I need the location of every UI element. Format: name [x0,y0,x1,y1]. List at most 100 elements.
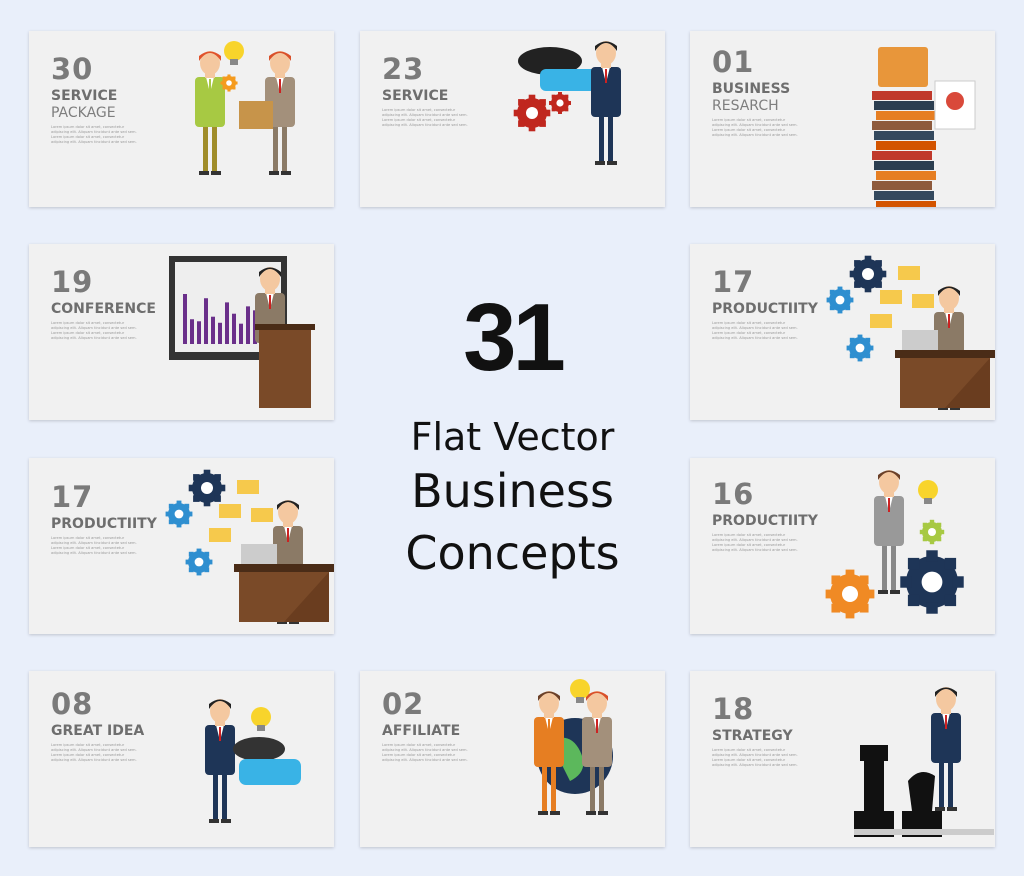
chart-bar [204,298,208,344]
card-text: 17 PRODUCTIITY Lorem ipsum dolor sit ame… [51,482,171,556]
concept-card: 18 STRATEGY Lorem ipsum dolor sit amet, … [690,671,995,847]
card-number: 23 [382,52,425,86]
concept-card: 19 CONFERENCE Lorem ipsum dolor sit amet… [29,244,334,420]
chart-bar [225,302,229,344]
gear-icon [188,469,226,507]
chess-knight [902,772,942,837]
gear-icon [513,94,551,132]
card-description: Lorem ipsum dolor sit amet, consectetur … [51,125,137,144]
person-figure [931,687,961,811]
card-title: BUSINESS [712,81,791,97]
card-description: Lorem ipsum dolor sit amet, consectetur … [712,533,798,552]
concept-card: 17 PRODUCTIITY Lorem ipsum dolor sit ame… [29,458,334,634]
concept-card: 23 SERVICE Lorem ipsum dolor sit amet, c… [360,31,665,207]
gear-icon [900,550,964,614]
gear-icon [846,334,874,362]
chart-bar [190,319,194,344]
card-number: 18 [712,692,755,726]
illustration-affiliate [490,671,665,847]
lightbulb-icon [918,480,938,504]
card-text: 18 STRATEGY Lorem ipsum dolor sit amet, … [712,694,832,768]
card-title: SERVICE [382,88,449,104]
gear-icon [849,255,887,293]
headline: 31 Flat Vector Business Concepts [360,290,665,584]
card-text: 23 SERVICE Lorem ipsum dolor sit amet, c… [382,54,502,128]
illustration-business-research [820,31,995,210]
card-description: Lorem ipsum dolor sit amet, consectetur … [712,118,798,137]
person-figure [874,470,904,594]
person-figure [205,699,235,823]
card-title: PRODUCTIITY [51,516,157,532]
concept-card: 01 BUSINESS RESARCH Lorem ipsum dolor si… [690,31,995,210]
card-text: 01 BUSINESS RESARCH Lorem ipsum dolor si… [712,47,832,138]
speech-bubble [239,759,301,785]
lightbulb-icon [251,707,271,731]
envelope-icon [870,314,892,328]
laptop [902,330,938,350]
envelope-icon [898,266,920,280]
card-subtitle: RESARCH [712,98,779,114]
chart-bar [183,294,187,344]
concept-card: 30 SERVICE PACKAGE Lorem ipsum dolor sit… [29,31,334,207]
person-figure [591,41,621,165]
card-number: 17 [51,480,94,514]
speech-bubble [518,47,582,75]
gear-icon [185,548,213,576]
person-figure [195,51,225,175]
headline-number: 31 [463,284,566,391]
chart-bar [218,322,222,344]
person-figure [265,51,295,175]
card-title: SERVICE [51,88,118,104]
concept-card: 02 AFFILIATE Lorem ipsum dolor sit amet,… [360,671,665,847]
gear-icon [826,286,854,314]
card-text: 08 GREAT IDEA Lorem ipsum dolor sit amet… [51,689,171,763]
envelope-icon [237,480,259,494]
card-text: 30 SERVICE PACKAGE Lorem ipsum dolor sit… [51,54,171,145]
card-number: 16 [712,477,755,511]
card-title: AFFILIATE [382,723,461,739]
concept-card: 17 PRODUCTIITY Lorem ipsum dolor sit ame… [690,244,995,420]
envelope-icon [251,508,273,522]
card-description: Lorem ipsum dolor sit amet, consectetur … [382,108,468,127]
card-title: PRODUCTIITY [712,513,818,529]
chart-bar [246,306,250,344]
box [239,101,273,129]
card-subtitle: PACKAGE [51,105,116,121]
gear-icon [825,569,875,619]
card-number: 02 [382,687,425,721]
card-title: STRATEGY [712,728,793,744]
illustration-productivity-gears [820,458,995,634]
card-number: 19 [51,265,94,299]
person-figure [534,691,564,815]
envelope-icon [880,290,902,304]
illustration-great-idea [159,671,334,847]
envelope-icon [219,504,241,518]
lightbulb-icon [224,41,244,65]
chart-bar [211,316,215,344]
person-figure [582,691,612,815]
card-number: 30 [51,52,94,86]
headline-line3: Concepts [405,526,620,580]
chess-rook [854,745,894,837]
headline-line2: Business [411,464,614,518]
podium [259,326,311,408]
card-text: 19 CONFERENCE Lorem ipsum dolor sit amet… [51,267,171,341]
gear-icon [549,92,571,114]
card-text: 16 PRODUCTIITY Lorem ipsum dolor sit ame… [712,479,832,553]
briefcase [878,47,928,87]
illustration-service-package [159,31,334,207]
laptop [241,544,277,564]
card-description: Lorem ipsum dolor sit amet, consectetur … [382,743,468,762]
speech-bubble [540,69,600,91]
card-description: Lorem ipsum dolor sit amet, consectetur … [51,743,137,762]
card-title: CONFERENCE [51,301,156,317]
illustration-conference [159,244,334,420]
book-stack [872,91,936,210]
chart-bar [197,321,201,344]
card-title: GREAT IDEA [51,723,145,739]
desk [895,350,995,408]
card-description: Lorem ipsum dolor sit amet, consectetur … [712,321,798,340]
card-description: Lorem ipsum dolor sit amet, consectetur … [51,321,137,340]
chart-bar [232,313,236,344]
illustration-productivity-desk [820,244,995,420]
